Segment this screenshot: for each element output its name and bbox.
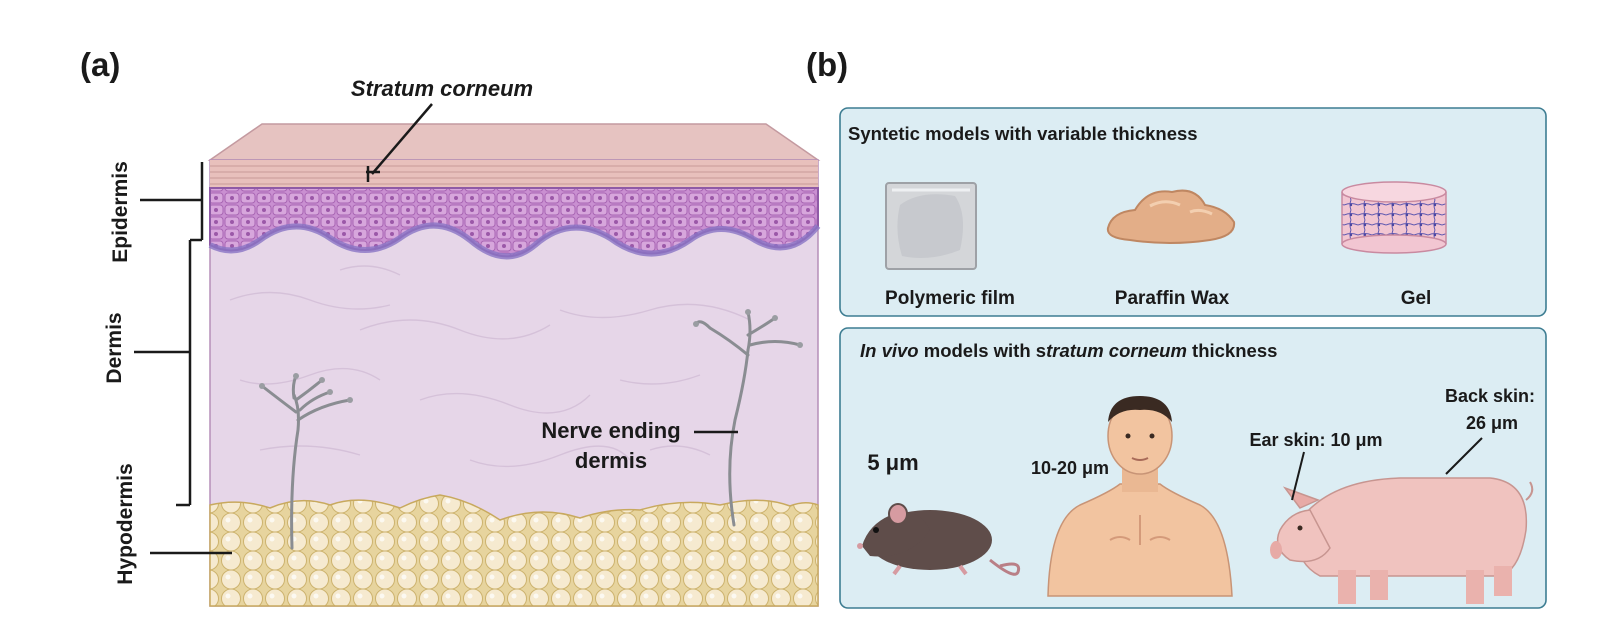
panel-b-label: (b) <box>806 46 848 83</box>
skin-block <box>207 123 821 607</box>
pig-back-skin-label-line1: Back skin: <box>1445 386 1535 406</box>
polymeric-film-icon <box>885 182 977 270</box>
paraffin-wax-label: Paraffin Wax <box>1115 288 1230 309</box>
epidermis-label: Epidermis <box>109 161 132 263</box>
mouse-icon <box>857 503 1021 576</box>
gel-icon <box>1341 181 1447 254</box>
layer-brackets <box>134 162 232 555</box>
invivo-models-title: In vivo models with stratum corneum thic… <box>860 340 1277 361</box>
nerve-ending-left-icon <box>260 374 352 550</box>
human-icon <box>1047 396 1233 597</box>
human-thickness-label: 10-20 μm <box>1031 458 1109 478</box>
stratum-corneum-pointer <box>371 103 433 175</box>
paraffin-wax-icon <box>1106 189 1236 244</box>
dermis-label: Dermis <box>103 312 126 383</box>
gel-label: Gel <box>1401 288 1432 309</box>
pig-ear-skin-label: Ear skin: 10 μm <box>1249 430 1382 450</box>
pig-icon <box>1270 477 1534 604</box>
stratum-corneum-label: Stratum corneum <box>351 76 533 101</box>
pig-back-skin-label-line2: 26 μm <box>1466 413 1518 433</box>
panel-a-label: (a) <box>80 46 120 83</box>
nerve-ending-label-line1: Nerve ending <box>541 418 680 443</box>
mouse-thickness-label: 5 μm <box>867 450 918 475</box>
nerve-ending-label-line2: dermis <box>575 448 647 473</box>
synthetic-models-title: Syntetic models with variable thickness <box>848 123 1198 144</box>
pig-ear-pointer <box>1291 451 1305 501</box>
polymeric-film-label: Polymeric film <box>885 288 1015 309</box>
pig-back-pointer <box>1445 437 1483 475</box>
hypodermis-label: Hypodermis <box>114 463 137 584</box>
